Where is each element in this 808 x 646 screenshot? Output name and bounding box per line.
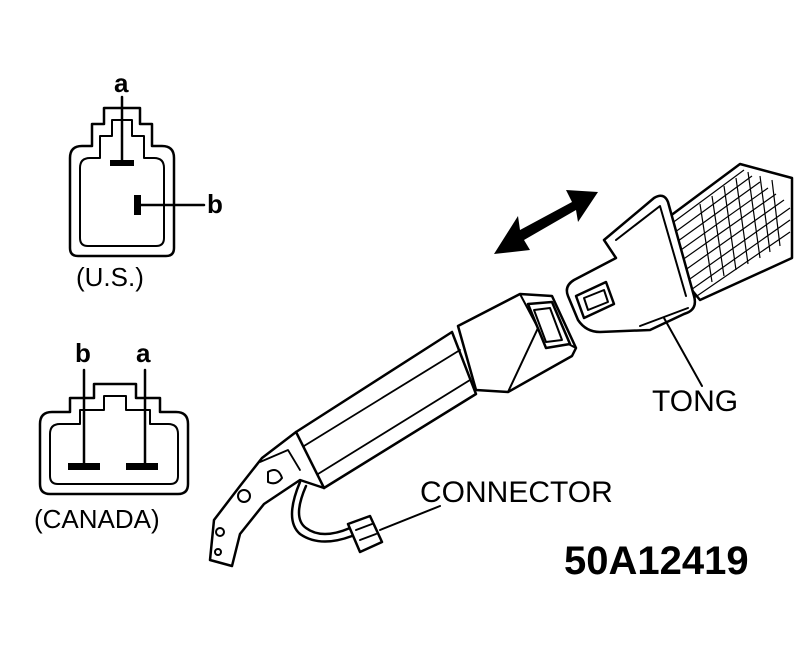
us-pin-b-label: b bbox=[207, 189, 223, 219]
canada-caption: (CANADA) bbox=[34, 504, 160, 534]
buckle-assembly bbox=[208, 292, 578, 568]
figure-code: 50A12419 bbox=[564, 539, 749, 583]
us-caption: (U.S.) bbox=[76, 262, 144, 292]
us-pin-a-label: a bbox=[114, 68, 129, 98]
canada-connector-face bbox=[38, 368, 190, 496]
canada-pin-b-label: b bbox=[75, 338, 91, 368]
tong-latch-plate bbox=[565, 194, 703, 387]
wire-harness bbox=[290, 480, 354, 543]
tong-label: TONG bbox=[652, 385, 738, 418]
canada-pin-a-label: a bbox=[136, 338, 151, 368]
connector-label: CONNECTOR bbox=[420, 476, 613, 509]
double-headed-arrow-icon bbox=[494, 190, 598, 254]
us-connector-face bbox=[68, 95, 206, 258]
wire-connector-plug bbox=[346, 505, 441, 554]
